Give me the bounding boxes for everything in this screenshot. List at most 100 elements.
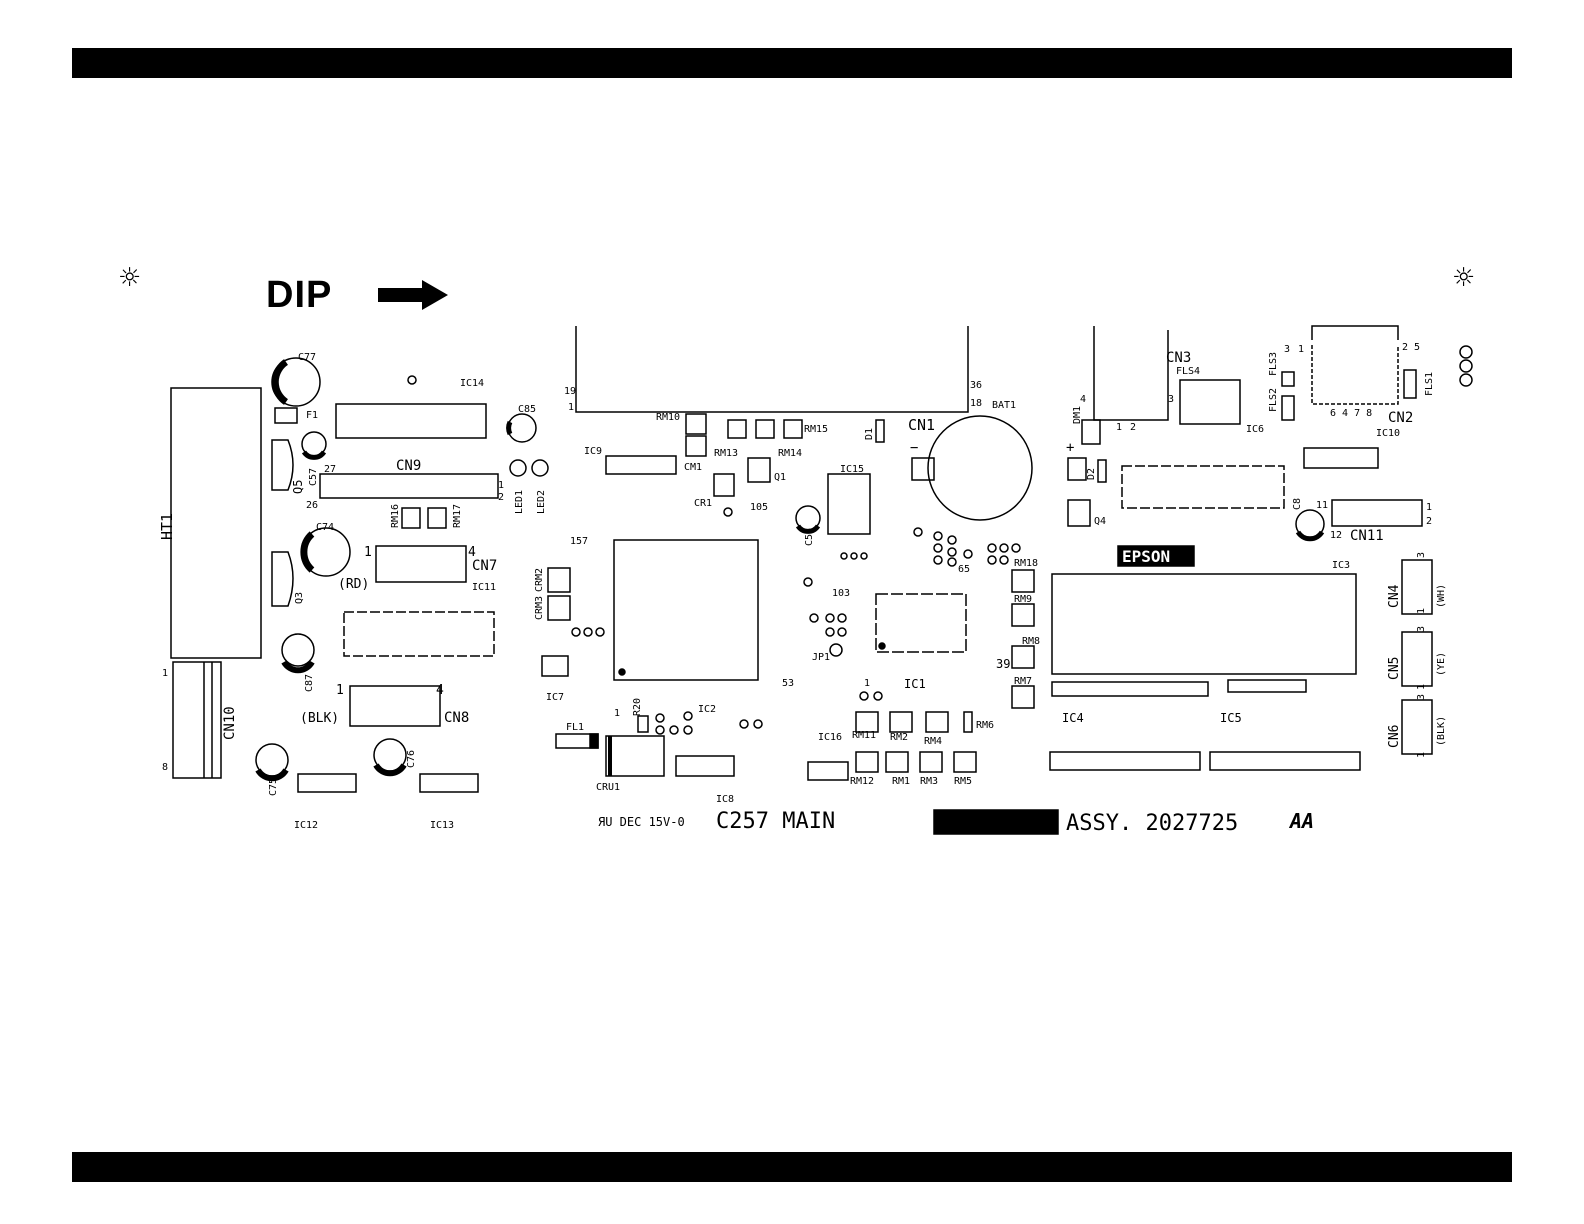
label-cn7: CN7	[472, 558, 497, 574]
fls1	[1403, 369, 1417, 399]
label-rm7: RM7	[1014, 676, 1032, 687]
label-c76: C76	[406, 750, 417, 768]
rm17-resistor	[427, 507, 447, 529]
led1	[509, 459, 527, 477]
epson-logo: EPSON	[1122, 547, 1170, 566]
label-rm6: RM6	[976, 720, 994, 731]
crm2	[547, 567, 571, 593]
svg-text:2 5: 2 5	[1402, 342, 1420, 353]
label-blk2: (BLK)	[1436, 716, 1447, 746]
label-cru1: CRU1	[596, 782, 620, 793]
label-ic1: IC1	[904, 677, 926, 691]
label-ic4: IC4	[1062, 711, 1084, 725]
label-c55: C55	[804, 528, 815, 546]
dip-label: DIP	[266, 274, 333, 316]
svg-text:3: 3	[1416, 626, 1427, 632]
label-f1: F1	[306, 410, 318, 421]
cn5-connector	[1401, 631, 1433, 687]
q3-transistor	[271, 551, 294, 607]
ht1-heatsink	[170, 387, 262, 659]
label-c85: C85	[518, 404, 536, 415]
svg-text:−: −	[910, 440, 918, 456]
ic13-chip	[419, 773, 479, 793]
label-ic13: IC13	[430, 820, 454, 831]
label-ic6: IC6	[1246, 424, 1264, 435]
rm14-resistor	[755, 419, 775, 439]
label-ic16: IC16	[818, 732, 842, 743]
label-fl1: FL1	[566, 722, 584, 733]
epson-logo-bg	[1117, 545, 1195, 567]
label-cn5: CN5	[1387, 657, 1402, 680]
label-cn10: CN10	[222, 706, 238, 740]
svg-text:1: 1	[864, 678, 870, 689]
cn11-connector	[1331, 499, 1423, 527]
svg-text:3: 3	[1416, 694, 1427, 700]
svg-text:4: 4	[1080, 394, 1086, 405]
footer-bar	[72, 1152, 1512, 1182]
ic6-chip	[1179, 379, 1241, 425]
fls3	[1281, 371, 1295, 387]
label-q3: Q3	[294, 592, 305, 604]
label-rm4: RM4	[924, 736, 942, 747]
svg-text:2: 2	[498, 492, 504, 503]
svg-text:39: 39	[996, 657, 1010, 671]
label-bat1: BAT1	[992, 400, 1016, 411]
svg-text:2: 2	[1130, 422, 1136, 433]
label-wh: (WH)	[1436, 584, 1447, 608]
ic14-chip	[335, 403, 487, 439]
svg-text:18: 18	[970, 398, 982, 409]
rm2-resistor	[889, 711, 913, 733]
svg-text:1: 1	[162, 668, 168, 679]
label-c57: C57	[308, 468, 319, 486]
label-cn11: CN11	[1350, 528, 1384, 544]
label-ic11: IC11	[472, 582, 496, 593]
rm13-resistor	[727, 419, 747, 439]
svg-text:36: 36	[970, 380, 982, 391]
label-c87: C87	[304, 674, 315, 692]
ic4-chip	[1049, 751, 1201, 771]
cn3-connector	[1093, 326, 1169, 421]
svg-text:1: 1	[1416, 752, 1427, 758]
label-r20: R20	[632, 698, 643, 716]
label-fls1: FLS1	[1424, 372, 1435, 396]
svg-text:105: 105	[750, 502, 768, 513]
ic7-chip	[541, 655, 569, 677]
label-ic15: IC15	[840, 464, 864, 475]
q1-transistor	[747, 457, 771, 483]
svg-text:1: 1	[1116, 422, 1122, 433]
svg-text:26: 26	[306, 500, 318, 511]
cn9-connector	[319, 473, 499, 499]
svg-text:+: +	[1066, 440, 1074, 456]
d2-diode	[1097, 459, 1107, 483]
label-fls2: FLS2	[1268, 388, 1279, 412]
label-rm18: RM18	[1014, 558, 1038, 569]
label-c8: C8	[1292, 498, 1303, 510]
svg-text:19: 19	[564, 386, 576, 397]
label-cn6: CN6	[1387, 725, 1402, 748]
ul-mark: ЯU DEC 15V-0	[598, 815, 685, 829]
rm11-resistor	[855, 711, 879, 733]
svg-text:53: 53	[782, 678, 794, 689]
large-processor-chip	[613, 539, 759, 681]
rm16-resistor	[401, 507, 421, 529]
assembly-number: ASSY. 2027725	[1066, 811, 1238, 836]
label-q4: Q4	[1094, 516, 1106, 527]
ic9-chip	[605, 455, 677, 475]
label-rm13: RM13	[714, 448, 738, 459]
label-ye: (YE)	[1436, 652, 1447, 676]
label-led1: LED1	[514, 490, 525, 514]
svg-text:3: 3	[1168, 394, 1174, 405]
label-cn1: CN1	[908, 416, 935, 434]
c87-capacitor	[281, 633, 315, 667]
label-q1: Q1	[774, 472, 786, 483]
cn1-connector	[575, 326, 969, 413]
label-jp1: JP1	[812, 652, 830, 663]
label-rm5: RM5	[954, 776, 972, 787]
ic5-chip	[1209, 751, 1361, 771]
board-title: C257 MAIN	[716, 809, 835, 834]
label-cn2: CN2	[1388, 410, 1413, 426]
fls2	[1281, 395, 1295, 421]
f1-fuse	[274, 407, 298, 424]
label-ic10: IC10	[1376, 428, 1400, 439]
svg-text:103: 103	[832, 588, 850, 599]
